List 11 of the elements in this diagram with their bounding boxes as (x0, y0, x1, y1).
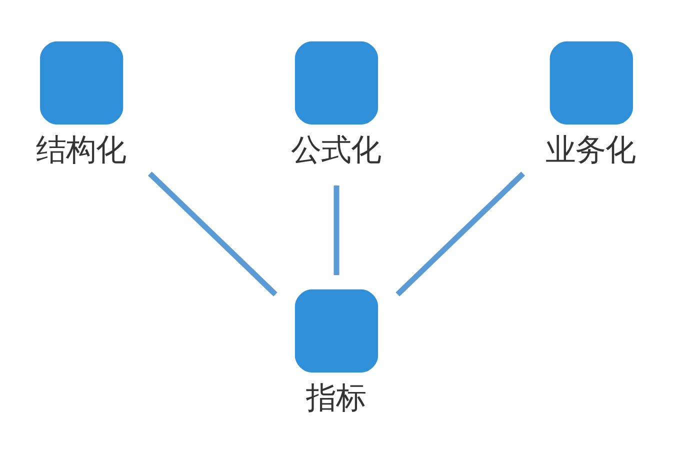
node-label: 结构化 (36, 132, 126, 168)
connector (334, 185, 340, 276)
node-box (550, 41, 633, 125)
connector (148, 172, 278, 296)
node-box (294, 41, 378, 125)
node-label: 指标 (306, 380, 366, 416)
node-box (40, 41, 124, 125)
node-box (294, 289, 378, 372)
node-label: 公式化 (290, 132, 381, 168)
node-label: 业务化 (546, 132, 636, 168)
connector (396, 172, 526, 296)
